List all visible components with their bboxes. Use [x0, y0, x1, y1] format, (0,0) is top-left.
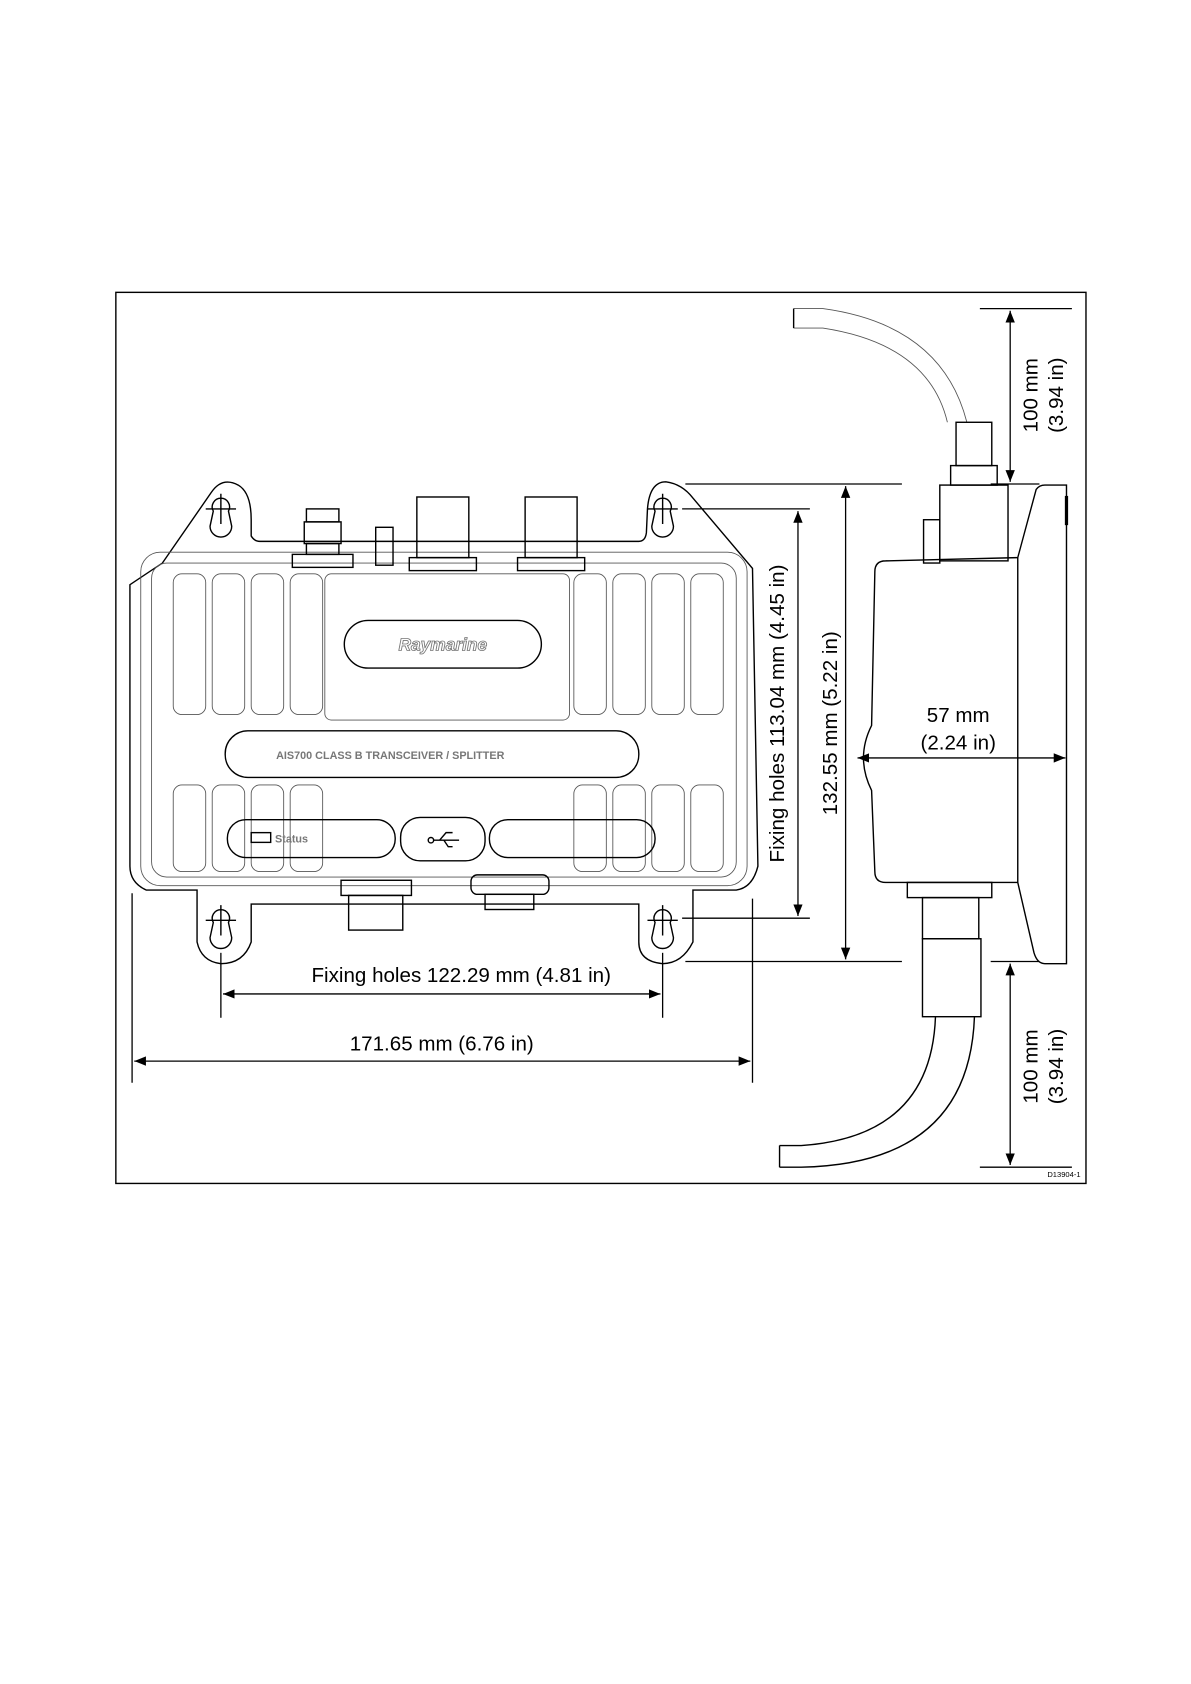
svg-text:100 mm: 100 mm [1019, 1029, 1042, 1103]
front-view: Raymarine AIS700 CLASS B TRANSCEIVER / S… [129, 481, 759, 965]
top-connectors [291, 496, 586, 572]
dim-cable-top: 100 mm (3.94 in) [979, 307, 1072, 485]
side-view [778, 308, 1069, 1168]
svg-text:132.55 mm (5.22 in): 132.55 mm (5.22 in) [819, 631, 842, 815]
svg-text:Fixing holes 113.04 mm (4.45 i: Fixing holes 113.04 mm (4.45 in) [766, 565, 789, 863]
cooling-fins [172, 573, 724, 873]
svg-text:(2.24 in): (2.24 in) [920, 731, 995, 754]
dim-cable-bottom: 100 mm (3.94 in) [979, 960, 1072, 1168]
dim-overall-width: 171.65 mm (6.76 in) [131, 893, 754, 1083]
brand-logo: Raymarine [399, 635, 488, 655]
figure-id: D13904-1 [1047, 1170, 1080, 1179]
svg-text:(3.94 in): (3.94 in) [1045, 1029, 1068, 1104]
status-label: Status [275, 833, 308, 845]
dim-fixing-holes-vertical: Fixing holes 113.04 mm (4.45 in) [682, 508, 810, 919]
mounting-holes [205, 493, 678, 950]
svg-text:171.65 mm (6.76 in): 171.65 mm (6.76 in) [350, 1032, 534, 1055]
svg-text:(3.94 in): (3.94 in) [1045, 357, 1068, 432]
dim-overall-height: 132.55 mm (5.22 in) [685, 483, 902, 963]
dim-fixing-holes-horizontal: Fixing holes 122.29 mm (4.81 in) [220, 952, 664, 1018]
svg-text:Fixing holes 122.29 mm (4.81 i: Fixing holes 122.29 mm (4.81 in) [312, 964, 611, 987]
usb-icon [427, 831, 460, 848]
bottom-connectors [340, 874, 550, 931]
svg-text:100 mm: 100 mm [1019, 358, 1042, 432]
figure-frame [115, 291, 1087, 1185]
product-label: AIS700 CLASS B TRANSCEIVER / SPLITTER [276, 750, 504, 762]
svg-text:57 mm: 57 mm [927, 704, 990, 727]
dim-depth: 57 mm (2.24 in) [857, 704, 1066, 763]
